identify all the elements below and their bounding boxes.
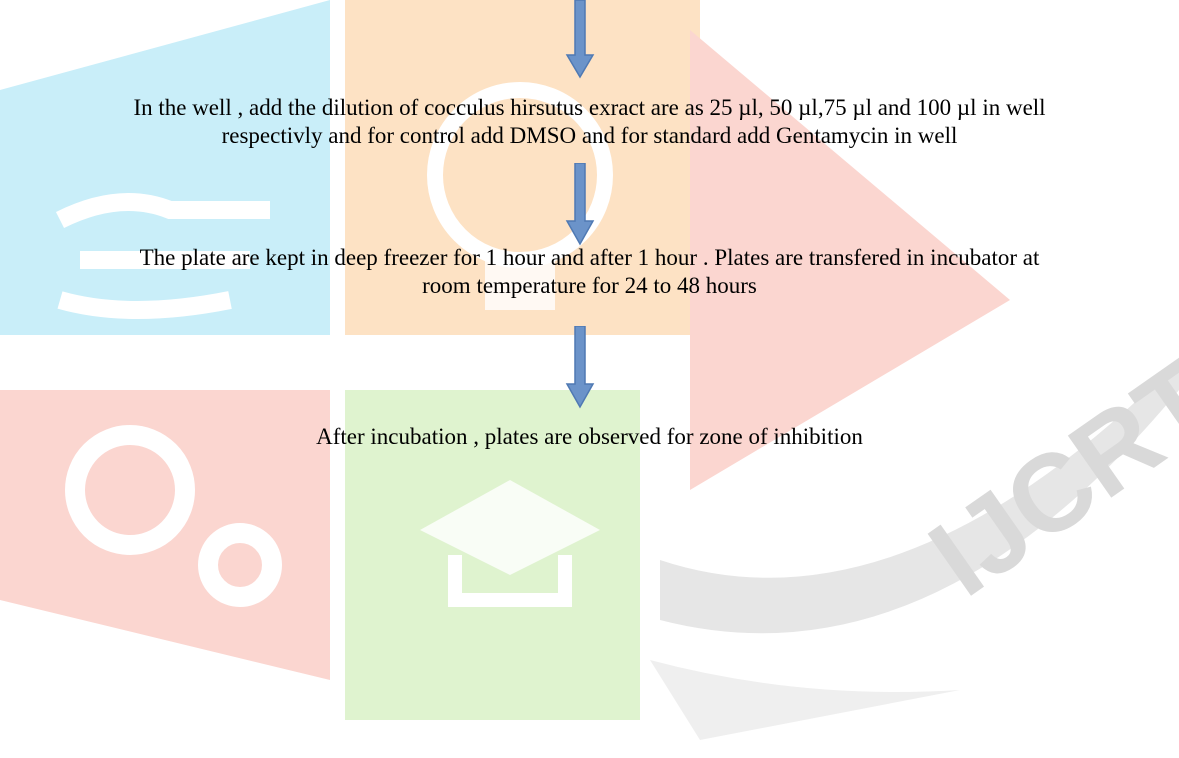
flow-step-text-line: After incubation , plates are observed f…: [316, 424, 863, 449]
flow-step-text-line: respectivly and for control add DMSO and…: [221, 123, 958, 148]
flow-step-2: The plate are kept in deep freezer for 1…: [0, 244, 1179, 300]
watermark-hand-icon: [55, 193, 270, 319]
watermark-swoosh-lower: [650, 660, 960, 740]
watermark-orange-panel: [345, 0, 700, 335]
flow-step-text-line: room temperature for 24 to 48 hours: [422, 273, 757, 298]
watermark-gears-icon: [65, 425, 282, 607]
down-arrow-icon: [565, 163, 595, 246]
flow-step-text-line: The plate are kept in deep freezer for 1…: [139, 245, 1040, 270]
watermark-bulb-icon: [427, 82, 613, 310]
watermark-swoosh: [660, 360, 1179, 634]
watermark-play-triangle: [690, 30, 1010, 490]
watermark-logo-text: IJCRT: [908, 337, 1179, 620]
flow-step-3: After incubation , plates are observed f…: [0, 423, 1179, 451]
watermark-cap-icon: [420, 480, 600, 607]
down-arrow-icon: [565, 326, 595, 409]
down-arrow-icon: [565, 0, 595, 79]
flow-step-1: In the well , add the dilution of coccul…: [0, 94, 1179, 150]
flow-step-text-line: In the well , add the dilution of coccul…: [133, 95, 1046, 120]
